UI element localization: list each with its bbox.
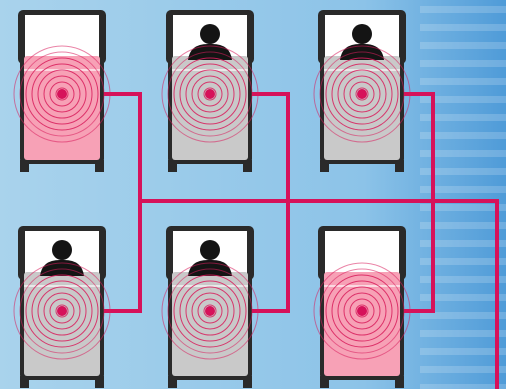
bed-top-left [14, 10, 110, 172]
person-head-icon [200, 24, 220, 44]
sensor-dot-icon [57, 89, 67, 99]
stripe [420, 312, 506, 319]
stripe [420, 384, 506, 389]
sensor-dot-icon [205, 89, 215, 99]
bed-bottom-middle [162, 226, 258, 388]
stripe [420, 42, 506, 49]
bed-bottom-left [14, 226, 110, 388]
sensor-dot-icon [205, 306, 215, 316]
person-head-icon [200, 240, 220, 260]
stripe [420, 348, 506, 355]
bed-top-middle [162, 10, 258, 172]
stripe [420, 78, 506, 85]
stripe [420, 24, 506, 31]
sensor-dot-icon [57, 306, 67, 316]
person-head-icon [52, 240, 72, 260]
sensor-dot-icon [357, 306, 367, 316]
bed-pillow [325, 231, 399, 275]
bed-top-right [314, 10, 410, 172]
person-head-icon [352, 24, 372, 44]
stripe [420, 330, 506, 337]
stripe [420, 6, 506, 13]
stripe [420, 60, 506, 67]
stripe [420, 366, 506, 373]
bed-bottom-right [314, 226, 410, 388]
sensor-dot-icon [357, 89, 367, 99]
